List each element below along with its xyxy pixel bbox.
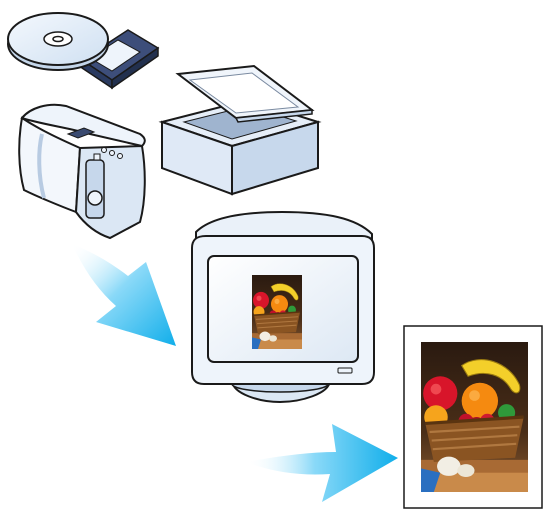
printed-photo-image — [421, 342, 528, 492]
flatbed-scanner-icon — [162, 66, 318, 194]
flow-arrow-to-print — [246, 424, 398, 502]
cd-and-floppy-icon — [8, 13, 158, 88]
printed-photo-page — [404, 326, 542, 508]
monitor-photo-image — [252, 275, 302, 349]
cd-rom-icon — [8, 13, 108, 70]
flow-arrow-to-monitor — [72, 244, 176, 346]
digital-camera-icon — [19, 105, 145, 238]
crt-monitor-icon — [192, 212, 374, 402]
